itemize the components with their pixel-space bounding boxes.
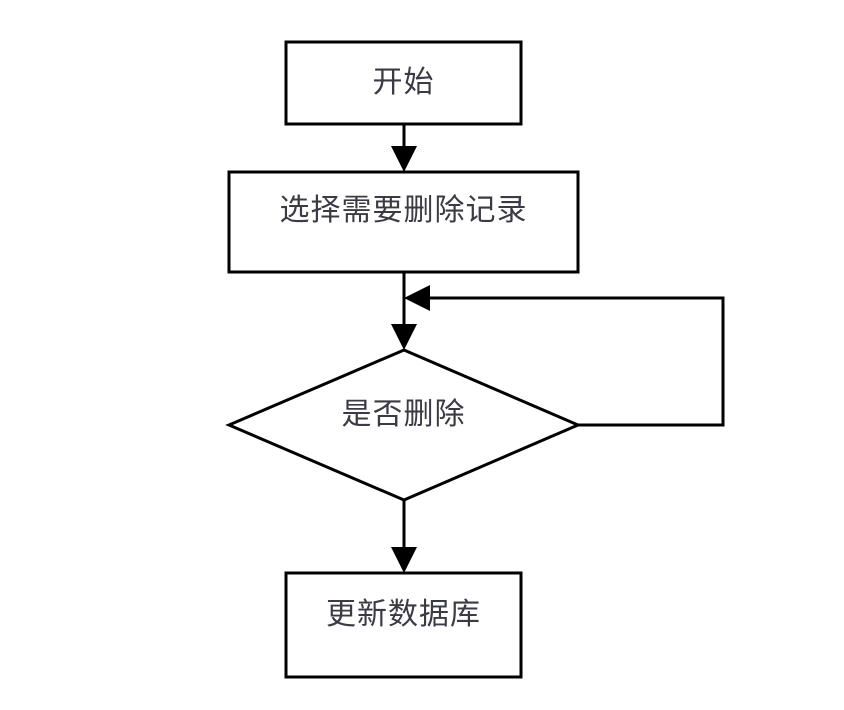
node-start-shape[interactable] bbox=[284, 40, 523, 126]
edge-decision-to-update-arrowhead bbox=[391, 547, 417, 573]
edge-select-to-decision-arrowhead bbox=[391, 324, 417, 350]
edge-decision-loopback-path bbox=[422, 296, 725, 427]
node-select-shape[interactable] bbox=[227, 170, 580, 274]
node-update-label: 更新数据库 bbox=[326, 598, 481, 631]
node-start-label: 开始 bbox=[372, 66, 435, 99]
edge-decision-loopback-arrowhead bbox=[404, 285, 430, 311]
edge-start-to-select-arrowhead bbox=[391, 146, 417, 172]
node-update-shape[interactable] bbox=[284, 571, 523, 679]
node-select-label: 选择需要删除记录 bbox=[279, 194, 528, 227]
node-decision-label: 是否删除 bbox=[341, 398, 466, 431]
